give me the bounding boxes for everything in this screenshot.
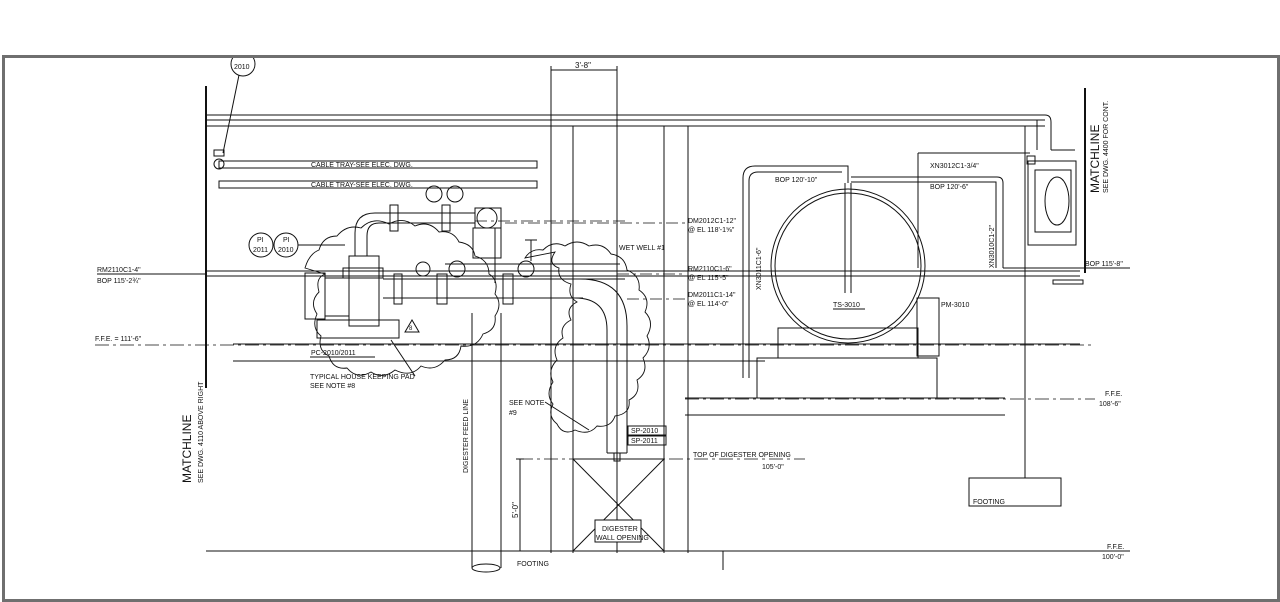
dimension-top-label: 3'-8" (575, 61, 591, 70)
pm-3010-label: PM-3010 (941, 302, 970, 309)
sp-2011-box (627, 435, 667, 446)
pc-tag: PC-2010/2011 (311, 350, 356, 357)
instrument-bubble-top (230, 58, 256, 77)
structure-columns (550, 70, 1026, 553)
dm2011-label: DM2011C1-14" (688, 292, 736, 299)
ts-3010-label: TS-3010 (833, 302, 860, 309)
cable-tray-2 (218, 180, 538, 189)
ffe-right-2-el: 100'-0" (1102, 554, 1124, 561)
bop-115-8-label: BOP 115'-8" (1085, 261, 1123, 268)
bubble-leader (222, 74, 240, 154)
ffe-right-1-label: F.F.E. (1105, 391, 1123, 398)
dm2011-el: @ EL 114'-0" (688, 301, 729, 308)
bop-left-label: BOP 115'-2¾" (97, 278, 141, 285)
ffe-right-2-label: F.F.E. (1107, 544, 1125, 551)
see-note-9-line1: SEE NOTE (509, 400, 545, 407)
bop-120-10-label: BOP 120'-10" (775, 177, 818, 184)
cable-tray-1-label: CABLE TRAY-SEE ELEC. DWG. (311, 162, 413, 169)
warning-symbol-number: 8 (409, 326, 413, 332)
matchline-left-label: MATCHLINE (180, 415, 194, 483)
ffe-left-label: F.F.E. = 111'-6" (95, 336, 142, 343)
top-digester-el: 105'-0" (762, 464, 784, 471)
pad-note-line1: TYPICAL HOUSE KEEPING PAD (310, 374, 415, 381)
pad-note-line2: SEE NOTE #8 (310, 383, 355, 390)
structure-lines (95, 114, 1130, 570)
sp-2011-label: SP-2011 (631, 438, 658, 445)
matchline-right-ref: SEE DWG. 4400 FOR CONT. (1103, 101, 1110, 193)
rm2110-right-label: RM2110C1-6" (688, 266, 732, 273)
pi-2011-top: PI (257, 237, 264, 244)
dimension-vertical (516, 458, 524, 552)
pump-motor (304, 272, 326, 320)
digester-wall-label1: DIGESTER (602, 526, 638, 533)
drawing-frame: MATCHLINE SEE DWG. 4110 ABOVE RIGHT MATC… (2, 55, 1280, 602)
wet-well-cloud (524, 241, 651, 433)
pi-2011-bottom: 2011 (253, 247, 268, 254)
piping-drawing: MATCHLINE SEE DWG. 4110 ABOVE RIGHT MATC… (95, 58, 1130, 573)
footing-left-label: FOOTING (517, 561, 549, 568)
matchline-right-label: MATCHLINE (1088, 125, 1102, 193)
wall-unit (1026, 114, 1084, 285)
dimension-vertical-label: 5'-0" (511, 502, 520, 518)
dm2012-label: DM2012C1-12" (688, 218, 737, 225)
digester-feed-label: DIGESTER FEED LINE (463, 399, 470, 473)
dimension-top (550, 66, 618, 74)
ffe-right-1-el: 108'-6" (1099, 401, 1121, 408)
footing-right-label: FOOTING (973, 499, 1005, 506)
matchline-left-ref: SEE DWG. 4110 ABOVE RIGHT (198, 381, 205, 483)
sp-2010-box (627, 425, 667, 436)
pressure-indicator-2011 (248, 232, 274, 258)
pi-2010-top: PI (283, 237, 290, 244)
pi-2010-bottom: 2010 (278, 247, 294, 254)
top-digester-label: TOP OF DIGESTER OPENING (693, 452, 791, 459)
rm2110-left-label: RM2110C1-4" (97, 267, 141, 274)
tank-ts-3010 (756, 183, 940, 399)
rm2110-right-el: @ EL 115'-5" (688, 275, 729, 282)
instrument-bubble-top-label: 2010 (234, 64, 250, 71)
xn3011-label: XN3011C1-6" (756, 247, 763, 290)
cable-tray-2-label: CABLE TRAY-SEE ELEC. DWG. (311, 182, 413, 189)
pressure-indicator-2010 (273, 232, 345, 258)
bop-120-6-label: BOP 120'-6" (930, 184, 969, 191)
digester-wall-opening (572, 458, 665, 552)
sp-2010-label: SP-2010 (631, 428, 658, 435)
xn3010-label: XN3010C1-2" (989, 225, 996, 268)
digester-feed-pipe (471, 313, 502, 573)
xn3012-pipe (851, 152, 1030, 268)
wet-well-label: WET WELL #1 (619, 245, 665, 252)
digester-bend-pipe (501, 278, 628, 462)
cable-tray-1 (213, 149, 538, 170)
pump-assembly (304, 185, 625, 339)
see-note-9-leader (544, 401, 590, 431)
xn3012-label: XN3012C1-3/4" (930, 163, 979, 170)
digester-wall-label2: WALL OPENING (596, 535, 649, 542)
see-note-9-line2: #9 (509, 410, 517, 417)
xn3011-pipe (742, 165, 849, 378)
dm2012-el: @ EL 118'-1⅝" (688, 227, 735, 234)
footing-right-box (968, 477, 1062, 507)
pad-leader (390, 339, 416, 377)
